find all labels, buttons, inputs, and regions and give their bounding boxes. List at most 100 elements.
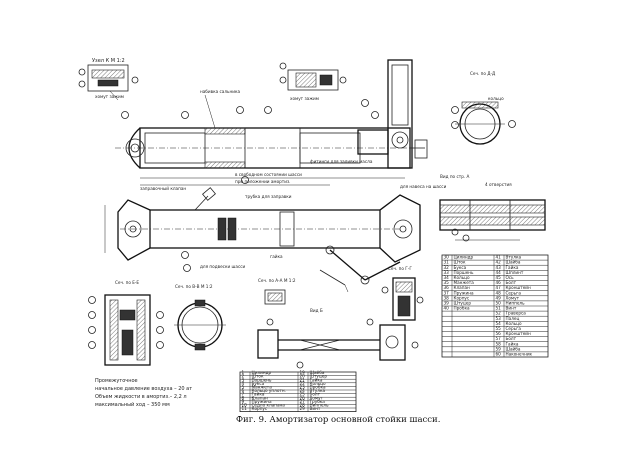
table-cell: Винт xyxy=(506,306,517,311)
table-cell: Кольцо уплотн. xyxy=(252,388,286,393)
table-cell: Гайка xyxy=(310,377,323,382)
table-cell: 25 xyxy=(300,392,306,397)
table-cell: 4 xyxy=(242,381,245,386)
table-cell: Букса xyxy=(454,265,467,270)
table-cell: 9 xyxy=(242,399,245,404)
table-cell: 33 xyxy=(444,270,450,275)
table-cell: Болт xyxy=(310,392,321,397)
table-cell: Втулка xyxy=(310,388,326,393)
table-cell: 5 xyxy=(242,385,245,390)
table-cell: 7 xyxy=(242,392,245,397)
table-cell: Пробка xyxy=(310,385,326,390)
table-cell: 8 xyxy=(242,395,245,400)
table-cell: Шайба xyxy=(506,346,521,351)
table-cell: 27 xyxy=(300,399,306,404)
table-cell: Наконечник xyxy=(506,352,533,357)
table-cell: 40 xyxy=(444,306,450,311)
view-g-g: Сеч. по Г-Г xyxy=(381,266,424,321)
table-cell: Болт xyxy=(506,336,517,341)
table-cell: Серьга xyxy=(506,326,522,331)
table-cell: 36 xyxy=(444,285,450,290)
section-detail-valve: Сеч. по Е-Е xyxy=(88,280,164,366)
table-cell: Штуцер xyxy=(310,374,328,379)
table-cell: Корпус xyxy=(252,406,268,411)
notes-block: Промежуточное начальное давление воздуха… xyxy=(95,378,192,408)
table-cell: Палец xyxy=(506,316,520,321)
table-cell: 54 xyxy=(496,321,502,326)
clamp-left-label: хомут зажим xyxy=(290,96,319,101)
table-cell: 49 xyxy=(496,295,502,300)
view-b-b-label: Сеч. по В-В М 1:2 xyxy=(175,284,213,289)
nut-note: гайка xyxy=(270,254,283,259)
view-d-d-label: Сеч. по Д-Д xyxy=(470,71,496,76)
table-cell: Пружина xyxy=(454,290,475,295)
to-axle-note: для навеса на шасси xyxy=(400,184,447,189)
table-cell: 32 xyxy=(444,265,450,270)
table-cell: 60 xyxy=(496,352,502,357)
side-note: 4 отверстия xyxy=(485,182,512,187)
table-cell: Штуцер xyxy=(454,301,472,306)
table-cell: 42 xyxy=(496,260,502,265)
table-cell: Шайба xyxy=(506,260,521,265)
table-cell: 46 xyxy=(496,280,502,285)
seal-set-note: набивка сальника xyxy=(200,89,241,94)
table-cell: 21 xyxy=(300,377,306,382)
table-cell: 44 xyxy=(496,270,502,275)
stroke-note: при положении амортиз. xyxy=(235,179,291,184)
detail-node-k: Узел К М 1:2 хомут зажим xyxy=(78,58,139,101)
table-cell: 19 xyxy=(300,370,306,375)
pipe-note: трубка для заправки xyxy=(245,194,292,199)
view-a: Вид по стр. А 4 отверстия xyxy=(439,174,546,242)
table-cell: 57 xyxy=(496,336,502,341)
view-b-assembly: Вид Б xyxy=(257,308,419,369)
view-g-g-label: Сеч. по Г-Г xyxy=(388,266,412,271)
table-cell: Кольцо xyxy=(506,321,523,326)
table-cell: Клапан xyxy=(454,285,471,290)
view-b-b: Сеч. по В-В М 1:2 xyxy=(174,284,226,351)
table-cell: Шток xyxy=(454,260,466,265)
table-cell: 53 xyxy=(496,316,502,321)
table-cell: 34 xyxy=(444,275,450,280)
table-cell: 6 xyxy=(242,388,245,393)
charge-valve-note: заправочный клапан xyxy=(140,186,186,191)
view-b-label: Вид Б xyxy=(310,308,323,313)
table-cell: Ниппель xyxy=(506,301,526,306)
table-cell: 51 xyxy=(496,306,502,311)
table-cell: 23 xyxy=(300,385,306,390)
figure-caption: Фиг. 9. Амортизатор основной стойки шасс… xyxy=(236,415,440,425)
note-line1: Промежуточное xyxy=(95,378,138,384)
table-cell: 2 xyxy=(242,374,245,379)
detail-clamp-top: хомут зажим xyxy=(279,62,347,101)
table-cell: Гайка xyxy=(252,392,265,397)
table-cell: Кронштейн xyxy=(506,285,531,290)
table-cell: 47 xyxy=(496,285,502,290)
table-cell: Винт xyxy=(310,406,321,411)
table-cell: 43 xyxy=(496,265,502,270)
table-cell: Хомут xyxy=(506,295,520,300)
table-cell: Хомут xyxy=(310,395,324,400)
park-note: в свободном состоянии шасси xyxy=(235,172,302,177)
table-cell: Корпус xyxy=(454,295,470,300)
table-cell: Поршень xyxy=(252,377,273,382)
table-cell: 50 xyxy=(496,301,502,306)
table-cell: Поршень xyxy=(454,270,475,275)
strut-side-view: заправочный клапан трубка для заправки д… xyxy=(104,176,447,293)
table-cell: Шплинт xyxy=(506,270,524,275)
table-cell: 59 xyxy=(496,346,502,351)
table-cell: 31 xyxy=(444,260,450,265)
table-cell: Кольцо xyxy=(454,275,471,280)
fitting-note: фитинги для заливки масла xyxy=(310,159,373,164)
band-label: кольцо xyxy=(488,96,504,101)
table-cell: Шток xyxy=(252,374,264,379)
table-cell: Манжета xyxy=(252,385,273,390)
view-k-label: Узел К М 1:2 xyxy=(92,58,125,64)
table-cell: 30 xyxy=(444,255,450,260)
table-cell: Гайка xyxy=(506,265,519,270)
table-cell: Пружина xyxy=(252,399,273,404)
table-cell: 48 xyxy=(496,290,502,295)
table-cell: Букса xyxy=(252,381,265,386)
view-e-e-label: Сеч. по Е-Е xyxy=(115,280,139,285)
table-cell: Траверса xyxy=(505,311,527,316)
